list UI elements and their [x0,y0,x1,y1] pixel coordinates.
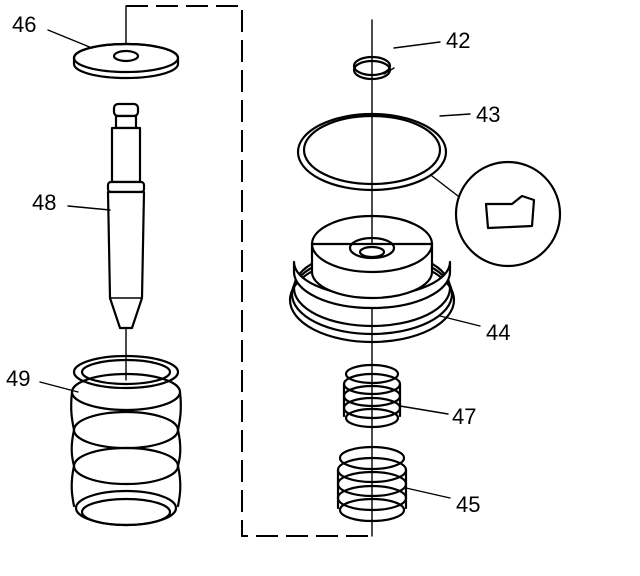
callout-42: 42 [446,28,470,53]
lower-small-spring-icon [336,445,451,523]
callout-44: 44 [486,320,510,345]
pin-icon [106,102,146,381]
leader-lines-left [39,29,471,393]
piston-icon [288,214,481,344]
upper-small-spring-icon [342,363,449,429]
large-spring-icon [70,354,182,527]
washer-icon [72,42,180,80]
callout-45: 45 [456,492,480,517]
o-ring-seal-icon [296,112,448,192]
callout-48: 48 [32,190,56,215]
callout-47: 47 [452,404,476,429]
callout-49: 49 [6,366,30,391]
callout-46: 46 [12,12,36,37]
callout-43: 43 [476,102,500,127]
retaining-ring-icon [352,55,395,81]
seal-cross-section-detail [431,160,562,268]
